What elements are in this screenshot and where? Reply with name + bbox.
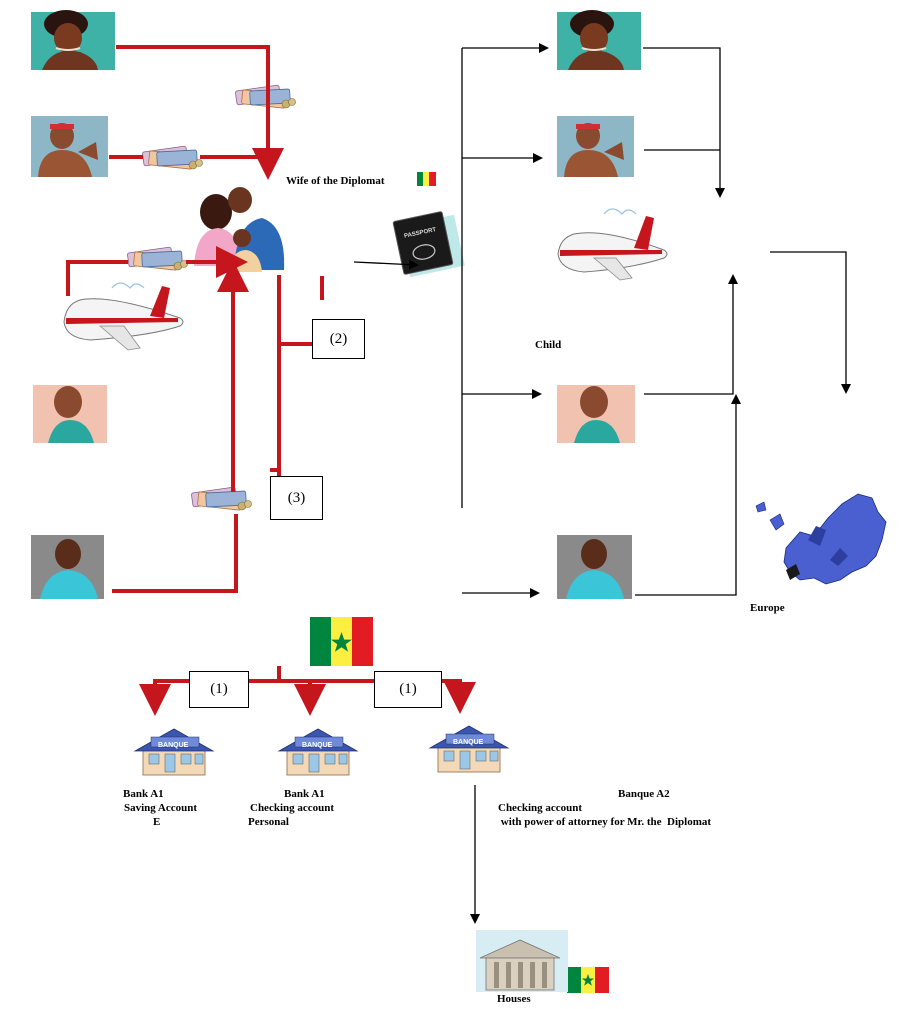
bank-a2-label: Checking account with power of attorney … <box>498 801 711 829</box>
step-3-box: (3) <box>270 476 323 520</box>
wife-of-diplomat-label: Wife of the Diplomat <box>286 175 385 187</box>
bank-a1-saving-holder: E <box>153 816 161 828</box>
step-1-box-right: (1) <box>374 671 442 708</box>
passport-icon: PASSPORT <box>392 211 465 278</box>
money-icon-2 <box>141 145 203 170</box>
person-1-portrait-right <box>557 10 641 70</box>
bank-a1-saving-title: Bank A1 <box>123 788 164 800</box>
bank-a2-holder: with power of attorney for Mr. the Diplo… <box>498 816 712 828</box>
europe-map-icon <box>755 493 887 585</box>
bank-a2-type: Checking account <box>498 802 583 814</box>
airplane-left <box>63 282 184 351</box>
person-3-portrait <box>33 385 107 443</box>
senegal-flag-large <box>310 617 373 666</box>
bank-a1-checking-holder: Personal <box>248 816 289 828</box>
bank-a1-saving-label: Bank A1 Saving Account E <box>120 787 197 829</box>
svg-text:BANQUE: BANQUE <box>302 742 333 749</box>
bank-a2-title-label: Banque A2 <box>618 788 670 800</box>
houses-icon <box>476 930 568 992</box>
svg-text:BANQUE: BANQUE <box>158 742 189 749</box>
senegal-flag-small-wife <box>417 172 436 186</box>
bank-a1-checking-title: Bank A1 <box>284 788 325 800</box>
money-icon-3 <box>126 246 188 271</box>
bank-a2-icon: BANQUE <box>429 725 509 773</box>
money-flow-lines <box>66 45 476 716</box>
person-3-portrait-right <box>557 385 635 443</box>
person-2-portrait <box>31 116 108 177</box>
bank-a1-saving-icon: BANQUE <box>134 728 214 776</box>
senegal-flag-small-houses <box>567 967 609 993</box>
person-4-portrait-right <box>557 535 632 599</box>
travel-flow-lines <box>353 43 851 924</box>
bank-a1-checking-label: Bank A1 Checking account Personal <box>248 787 334 829</box>
diplomat-family-icon <box>194 187 285 272</box>
child-label: Child <box>535 339 562 351</box>
airplane-right <box>557 208 668 281</box>
person-2-portrait-right <box>557 116 634 177</box>
svg-text:BANQUE: BANQUE <box>453 739 484 746</box>
step-1-box-left: (1) <box>189 671 249 708</box>
money-icon-4 <box>190 486 252 511</box>
bank-a1-saving-type: Saving Account <box>124 802 198 814</box>
europe-label: Europe <box>750 602 785 614</box>
person-4-portrait <box>31 535 104 599</box>
bank-a1-checking-type: Checking account <box>250 802 335 814</box>
houses-label: Houses <box>497 993 531 1005</box>
money-icon-1 <box>234 84 296 109</box>
step-2-box: (2) <box>312 319 365 359</box>
bank-a1-checking-icon: BANQUE <box>278 728 358 776</box>
person-1-portrait <box>31 10 115 70</box>
